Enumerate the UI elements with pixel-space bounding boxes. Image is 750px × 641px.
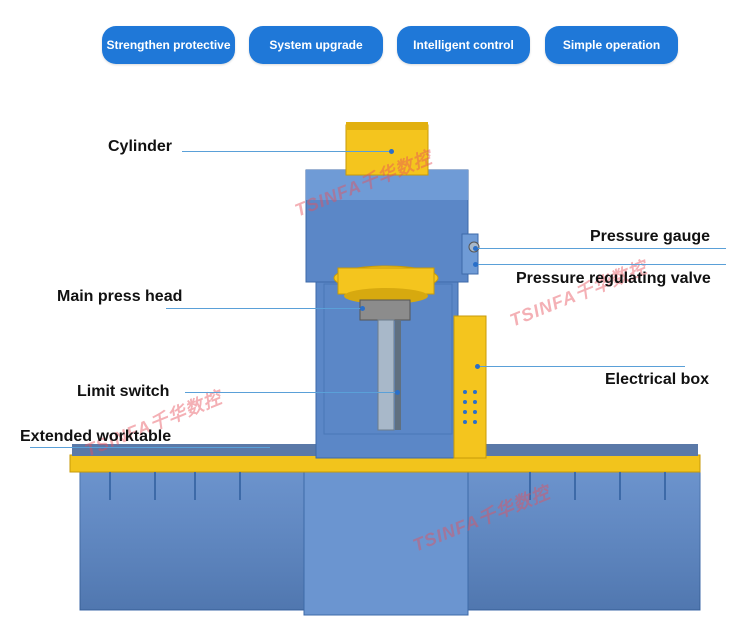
leader-extended-worktable	[30, 447, 270, 448]
leader-dot-cylinder	[389, 149, 394, 154]
callout-limit-switch: Limit switch	[77, 383, 170, 400]
leader-limit-switch	[185, 392, 397, 393]
callout-electrical-box: Electrical box	[605, 371, 710, 388]
leader-dot-main-press-head	[360, 306, 365, 311]
leader-dot-limit-switch	[395, 390, 400, 395]
leader-pressure-gauge	[476, 248, 726, 249]
feature-pill-strengthen-protective: Strengthen protective	[102, 26, 235, 64]
feature-pill-intelligent-control: Intelligent control	[397, 26, 530, 64]
leader-main-press-head	[166, 308, 362, 309]
callout-pressure-gauge: Pressure gauge	[590, 228, 711, 245]
callout-cylinder: Cylinder	[108, 138, 173, 155]
leader-dot-electrical-box	[475, 364, 480, 369]
feature-pill-simple-operation: Simple operation	[545, 26, 678, 64]
callout-main-press-head: Main press head	[57, 288, 183, 305]
feature-pill-system-upgrade: System upgrade	[249, 26, 383, 64]
callout-extended-worktable: Extended worktable	[20, 428, 172, 445]
leader-pressure-regulating-valve	[476, 264, 726, 265]
leader-electrical-box	[478, 366, 685, 367]
leader-dot-pressure-regulating-valve	[473, 262, 478, 267]
leader-cylinder	[182, 151, 390, 152]
callout-pressure-regulating-valve: Pressure regulating valve	[516, 270, 711, 287]
leader-dot-pressure-gauge	[473, 246, 478, 251]
